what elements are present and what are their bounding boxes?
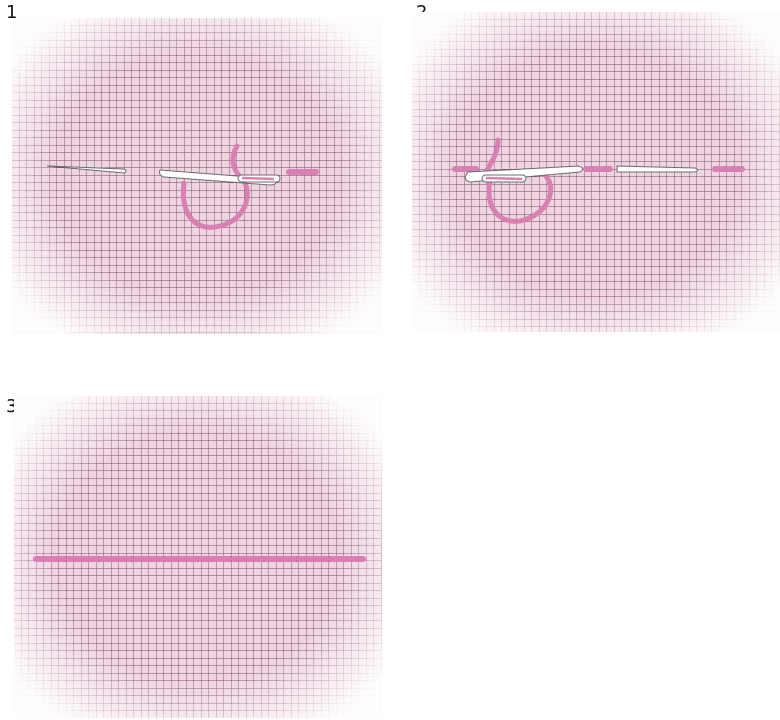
thread-through-eye xyxy=(486,178,522,179)
thread-through-eye xyxy=(242,178,274,179)
fabric-swatch-3 xyxy=(14,396,382,718)
fabric-swatch-2 xyxy=(412,12,780,332)
fabric-swatch-1 xyxy=(12,18,382,334)
step-3-illustration xyxy=(14,396,382,718)
step-1-illustration xyxy=(12,18,382,334)
step-2-illustration xyxy=(412,12,780,332)
stitch-row xyxy=(36,556,363,562)
